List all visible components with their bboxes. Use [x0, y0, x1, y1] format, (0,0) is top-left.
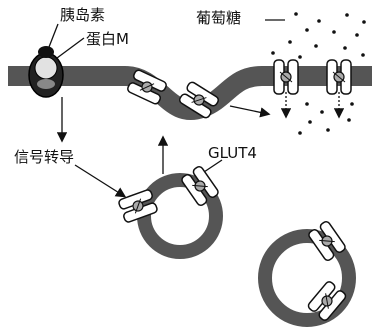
- protein-m-receptor: [29, 53, 63, 97]
- glut4-vesicle-1a: [118, 189, 158, 223]
- protein-m-leader: [57, 38, 84, 58]
- lateral-movement-arrow: [230, 106, 268, 114]
- insulin-molecule: [38, 46, 54, 58]
- insulin-leader: [49, 24, 58, 47]
- insulin-label: 胰岛素: [60, 8, 105, 23]
- glut4-label: GLUT4: [208, 146, 257, 161]
- glucose-label: 葡萄糖: [196, 11, 241, 26]
- protein-m-label: 蛋白M: [86, 32, 129, 47]
- signal-vesicle-arrow: [75, 165, 124, 196]
- signal-transduction-label: 信号转导: [14, 150, 74, 165]
- glut4-channel-2: [327, 60, 351, 94]
- glut4-channel-1: [274, 60, 298, 94]
